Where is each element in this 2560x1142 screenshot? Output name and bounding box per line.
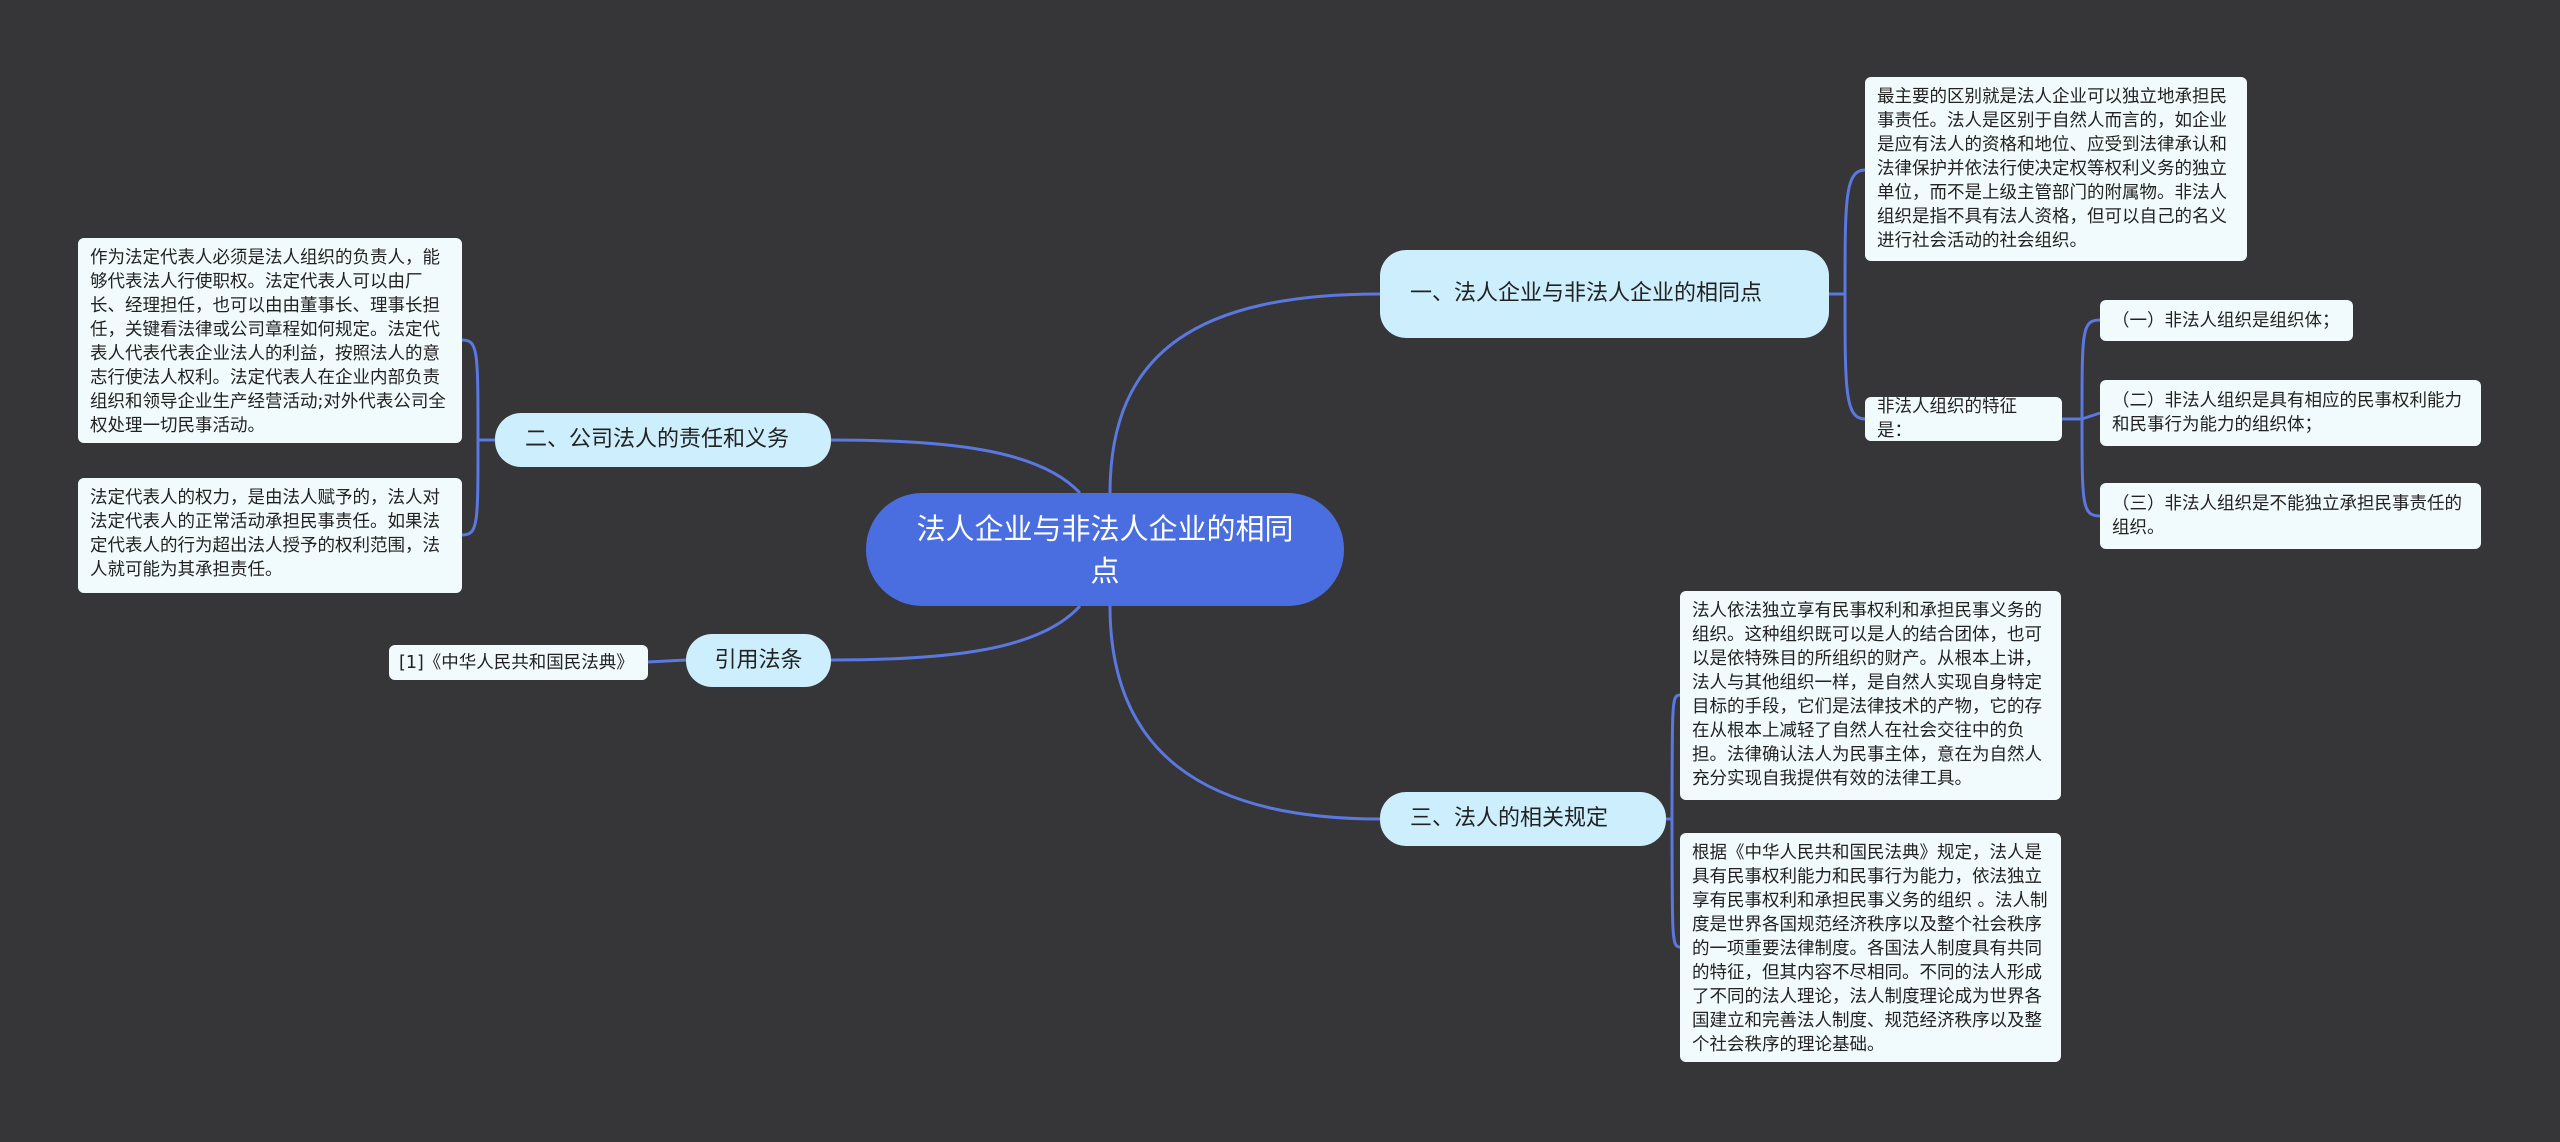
note-text: 法定代表人的权力，是由法人赋予的，法人对法定代表人的正常活动承担民事责任。如果法…	[90, 488, 440, 580]
link-b1-children	[1829, 168, 1866, 421]
branch-similarities[interactable]: 一、法人企业与非法人企业的相同点	[1380, 250, 1829, 338]
node-text: （一）非法人组织是组织体；	[2112, 310, 2340, 331]
note-legal-representative[interactable]: 作为法定代表人必须是法人组织的负责人，能够代表法人行使职权。法定代表人可以由厂长…	[78, 238, 462, 443]
note-text: 作为法定代表人必须是法人组织的负责人，能够代表法人行使职权。法定代表人可以由厂长…	[90, 248, 446, 436]
feature-3[interactable]: （三）非法人组织是不能独立承担民事责任的组织。	[2100, 483, 2481, 549]
node-text: [1]《中华人民共和国民法典》	[399, 652, 634, 673]
note-representative-power[interactable]: 法定代表人的权力，是由法人赋予的，法人对法定代表人的正常活动承担民事责任。如果法…	[78, 478, 462, 593]
branch-regulations[interactable]: 三、法人的相关规定	[1380, 792, 1666, 846]
note-text: 法人依法独立享有民事权利和承担民事义务的组织。这种组织既可以是人的结合团体，也可…	[1692, 601, 2042, 789]
branch-label: 三、法人的相关规定	[1410, 806, 1609, 831]
branch-responsibilities[interactable]: 二、公司法人的责任和义务	[495, 413, 831, 467]
branch-citations[interactable]: 引用法条	[686, 634, 831, 687]
note-main-difference[interactable]: 最主要的区别就是法人企业可以独立地承担民事责任。法人是区别于自然人而言的，如企业…	[1865, 77, 2247, 261]
root-title: 法人企业与非法人企业的相同点	[916, 511, 1294, 588]
branch-label: 二、公司法人的责任和义务	[525, 427, 790, 452]
branch-label: 引用法条	[714, 647, 803, 673]
link-b4-children	[1666, 693, 1681, 949]
features-node[interactable]: 非法人组织的特征是：	[1865, 397, 2062, 441]
note-text: 最主要的区别就是法人企业可以独立地承担民事责任。法人是区别于自然人而言的，如企业…	[1877, 87, 2227, 251]
note-legal-person-definition[interactable]: 法人依法独立享有民事权利和承担民事义务的组织。这种组织既可以是人的结合团体，也可…	[1680, 591, 2061, 800]
node-text: 非法人组织的特征是：	[1877, 397, 2017, 441]
link-root-branch1	[1108, 292, 1381, 494]
node-text: （二）非法人组织是具有相应的民事权利能力和民事行为能力的组织体；	[2112, 391, 2462, 435]
node-text: （三）非法人组织是不能独立承担民事责任的组织。	[2112, 494, 2462, 538]
root-topic[interactable]: 法人企业与非法人企业的相同点	[866, 493, 1344, 606]
link-root-branch2	[830, 438, 1082, 495]
feature-2[interactable]: （二）非法人组织是具有相应的民事权利能力和民事行为能力的组织体；	[2100, 380, 2481, 446]
feature-1[interactable]: （一）非法人组织是组织体；	[2100, 300, 2353, 341]
note-text: 根据《中华人民共和国民法典》规定，法人是具有民事权利能力和民事行为能力，依法独立…	[1692, 843, 2048, 1055]
branch-label: 一、法人企业与非法人企业的相同点	[1410, 281, 1763, 306]
link-features-children	[2062, 318, 2101, 518]
link-b3-child	[647, 658, 687, 664]
citation-civil-code[interactable]: [1]《中华人民共和国民法典》	[389, 645, 648, 680]
link-b2-children	[461, 338, 495, 537]
link-root-branch3	[830, 604, 1082, 662]
note-civil-code-provision[interactable]: 根据《中华人民共和国民法典》规定，法人是具有民事权利能力和民事行为能力，依法独立…	[1680, 833, 2061, 1062]
link-root-branch4	[1108, 605, 1381, 821]
